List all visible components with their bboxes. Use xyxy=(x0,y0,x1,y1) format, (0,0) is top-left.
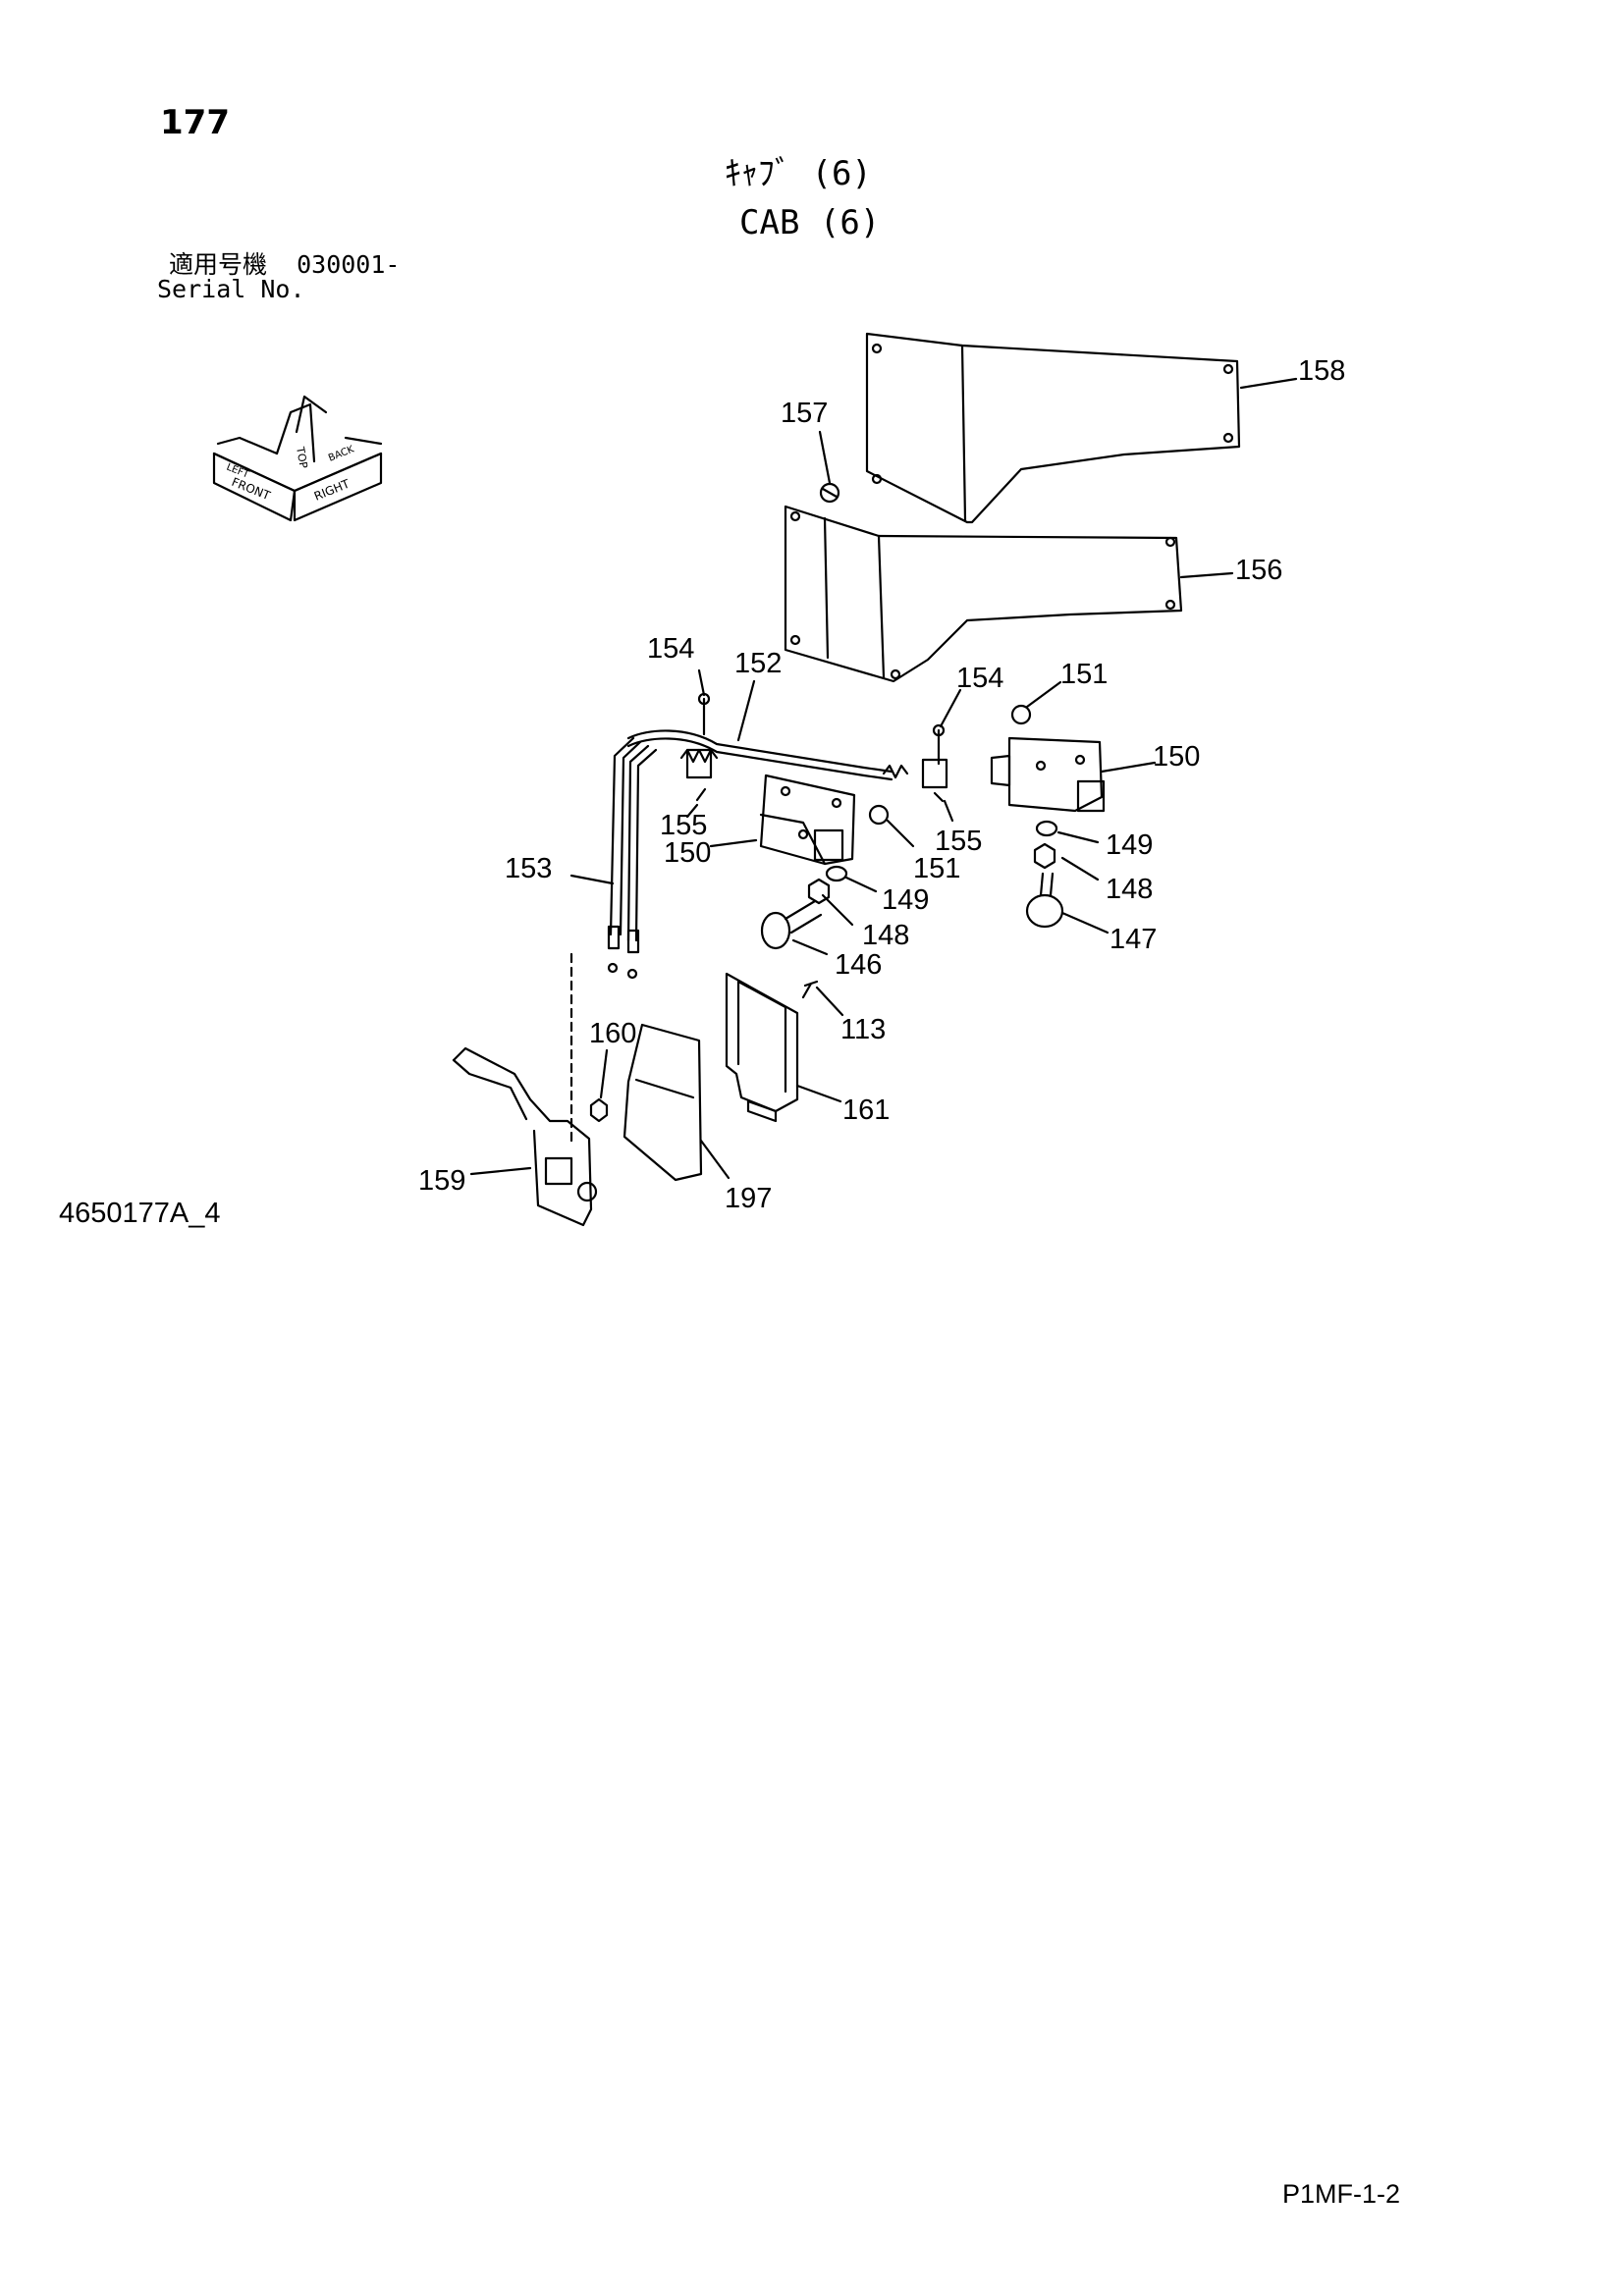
part-152-cable xyxy=(626,729,909,781)
clevis xyxy=(921,758,948,789)
callout-153: 153 xyxy=(505,853,552,884)
part-161-bracket xyxy=(725,972,799,1123)
part-155-pin xyxy=(933,791,945,803)
part-113-screw xyxy=(801,980,819,999)
part-148-nut xyxy=(1033,842,1056,870)
callout-197: 197 xyxy=(725,1183,772,1214)
callout-160: 160 xyxy=(589,1018,636,1049)
part-154-bolts xyxy=(697,692,946,766)
part-197-sheet xyxy=(623,1023,703,1182)
part-160-screw xyxy=(589,1097,609,1123)
callout-113: 113 xyxy=(840,1014,886,1045)
part-149-washer xyxy=(1035,820,1058,837)
callout-151: 151 xyxy=(1060,659,1108,690)
callout-147: 147 xyxy=(1110,924,1157,955)
callout-146: 146 xyxy=(835,949,882,981)
part-150-latch xyxy=(990,736,1106,813)
serial-range-label: 適用号機 030001- xyxy=(169,250,401,279)
part-146-knob xyxy=(760,899,823,950)
callout-155: 155 xyxy=(935,826,982,857)
part-155-pin xyxy=(695,787,707,802)
callout-150: 150 xyxy=(664,837,711,869)
page-title: CAB (6) xyxy=(739,203,881,242)
callout-155: 155 xyxy=(660,810,707,841)
callout-158: 158 xyxy=(1298,355,1345,387)
part-147-knob xyxy=(1025,872,1064,929)
drawing-number: 4650177A_4 xyxy=(59,1198,221,1229)
callout-151: 151 xyxy=(913,853,960,884)
callout-150: 150 xyxy=(1153,741,1200,773)
part-150-latch xyxy=(759,774,856,866)
callout-152: 152 xyxy=(734,648,782,679)
callout-154: 154 xyxy=(647,633,694,665)
part-158-panel xyxy=(865,332,1241,524)
callout-149: 149 xyxy=(1106,829,1153,861)
part-153-cables xyxy=(607,736,658,980)
part-148-nut xyxy=(807,878,831,905)
callout-157: 157 xyxy=(781,398,828,429)
callout-148: 148 xyxy=(862,920,909,951)
leader-lines xyxy=(469,377,1298,1180)
page-title-japanese: ｷｬﾌﾞ (6) xyxy=(725,154,872,193)
callout-154: 154 xyxy=(956,663,1003,694)
part-151-screw xyxy=(1010,704,1032,725)
part-159-lever xyxy=(452,1046,598,1227)
callout-148: 148 xyxy=(1106,874,1153,905)
page-number: 177 xyxy=(160,103,230,142)
part-149-washer xyxy=(825,865,848,882)
callout-156: 156 xyxy=(1235,555,1282,586)
clevis xyxy=(685,748,713,779)
callout-149: 149 xyxy=(882,884,929,916)
page-code: P1MF-1-2 xyxy=(1282,2179,1401,2209)
top-label: TOP xyxy=(294,445,310,469)
back-label: BACK xyxy=(327,444,356,464)
alignment-line xyxy=(566,952,573,1145)
part-156-panel xyxy=(784,505,1183,683)
front-label: FRONT xyxy=(230,475,273,504)
callout-161: 161 xyxy=(842,1095,890,1126)
part-151-screw xyxy=(868,804,890,826)
callout-159: 159 xyxy=(418,1165,465,1197)
part-157-screw xyxy=(819,482,840,504)
serial-number-label: Serial No. xyxy=(157,275,305,303)
orientation-cube-icon: FRONT RIGHT TOP LEFT BACK xyxy=(212,395,383,522)
